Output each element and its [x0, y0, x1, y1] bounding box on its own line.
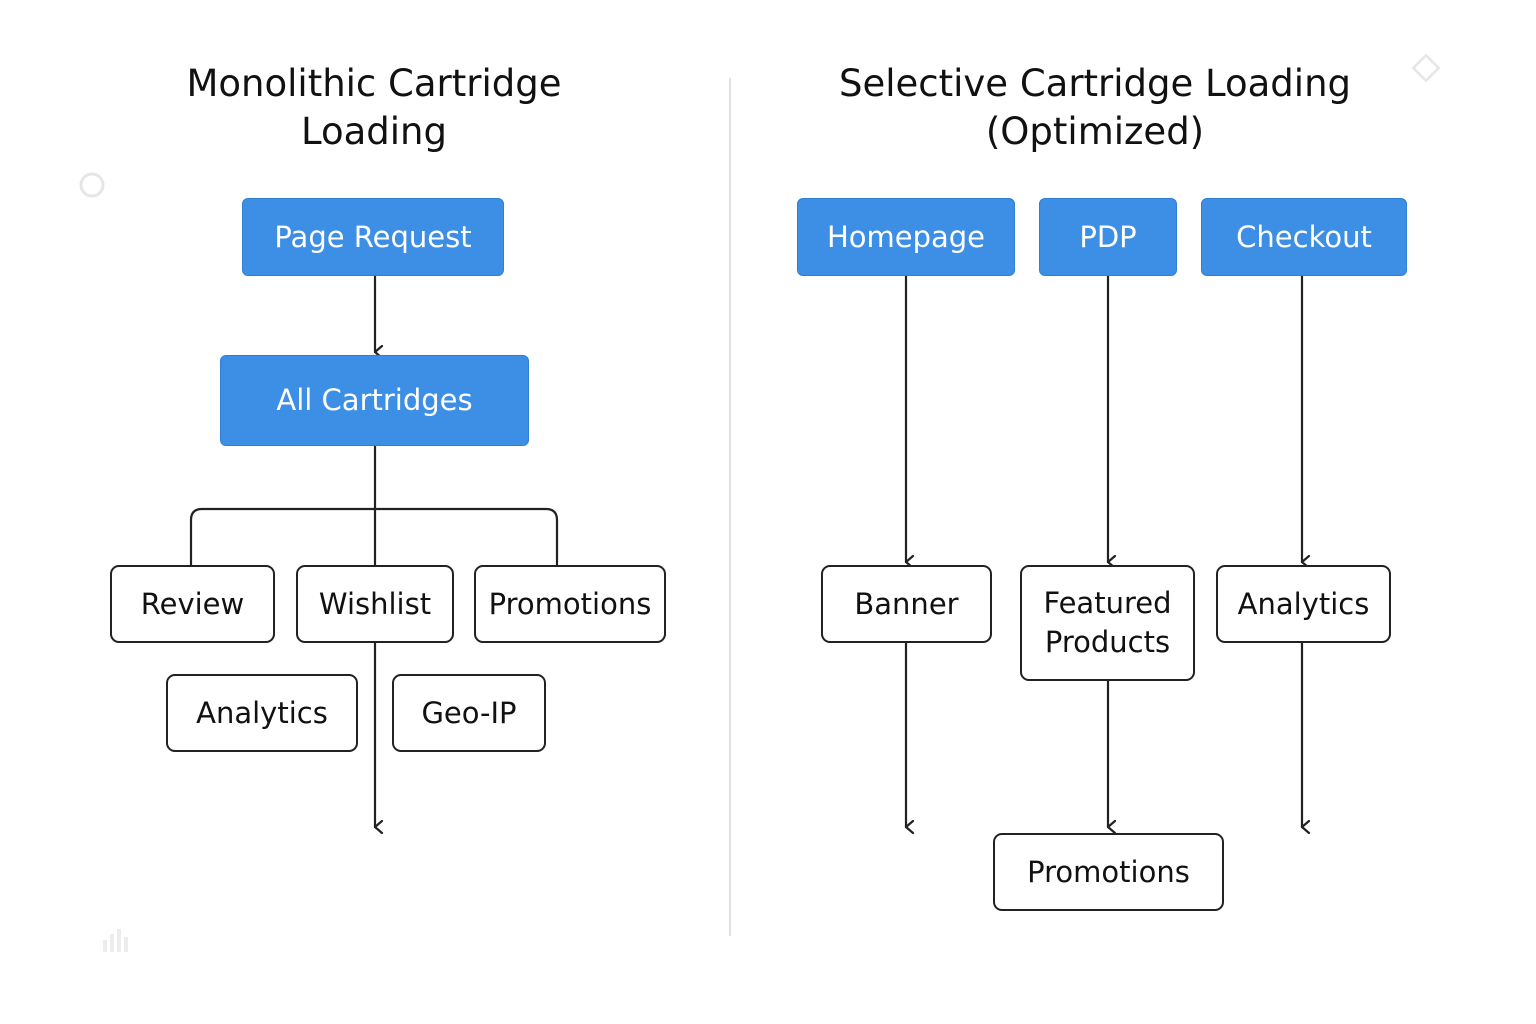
analytics-cartridge-right: Analytics [1216, 565, 1391, 643]
column-divider [729, 78, 731, 936]
monolithic-title: Monolithic Cartridge Loading [186, 62, 562, 153]
pdp-node: PDP [1039, 198, 1177, 276]
banner-cartridge: Banner [821, 565, 992, 643]
homepage-node: Homepage [797, 198, 1015, 276]
selective-title: Selective Cartridge Loading (Optimized) [838, 62, 1352, 153]
page-request-node: Page Request [242, 198, 504, 276]
all-cartridges-node: All Cartridges [220, 355, 529, 446]
circle-decoration-icon [79, 172, 105, 198]
review-cartridge: Review [110, 565, 275, 643]
checkout-node: Checkout [1201, 198, 1407, 276]
analytics-cartridge: Analytics [166, 674, 358, 752]
promotions-cartridge: Promotions [474, 565, 666, 643]
diamond-decoration-icon [1411, 53, 1441, 83]
branch-right-promotions [373, 507, 559, 567]
branch-left-review [189, 507, 377, 567]
featured-products-cartridge: Featured Products [1020, 565, 1195, 681]
bar-chart-decoration-icon [103, 929, 128, 952]
geo-ip-cartridge: Geo-IP [392, 674, 546, 752]
promotions-cartridge-right: Promotions [993, 833, 1224, 911]
wishlist-cartridge: Wishlist [296, 565, 454, 643]
